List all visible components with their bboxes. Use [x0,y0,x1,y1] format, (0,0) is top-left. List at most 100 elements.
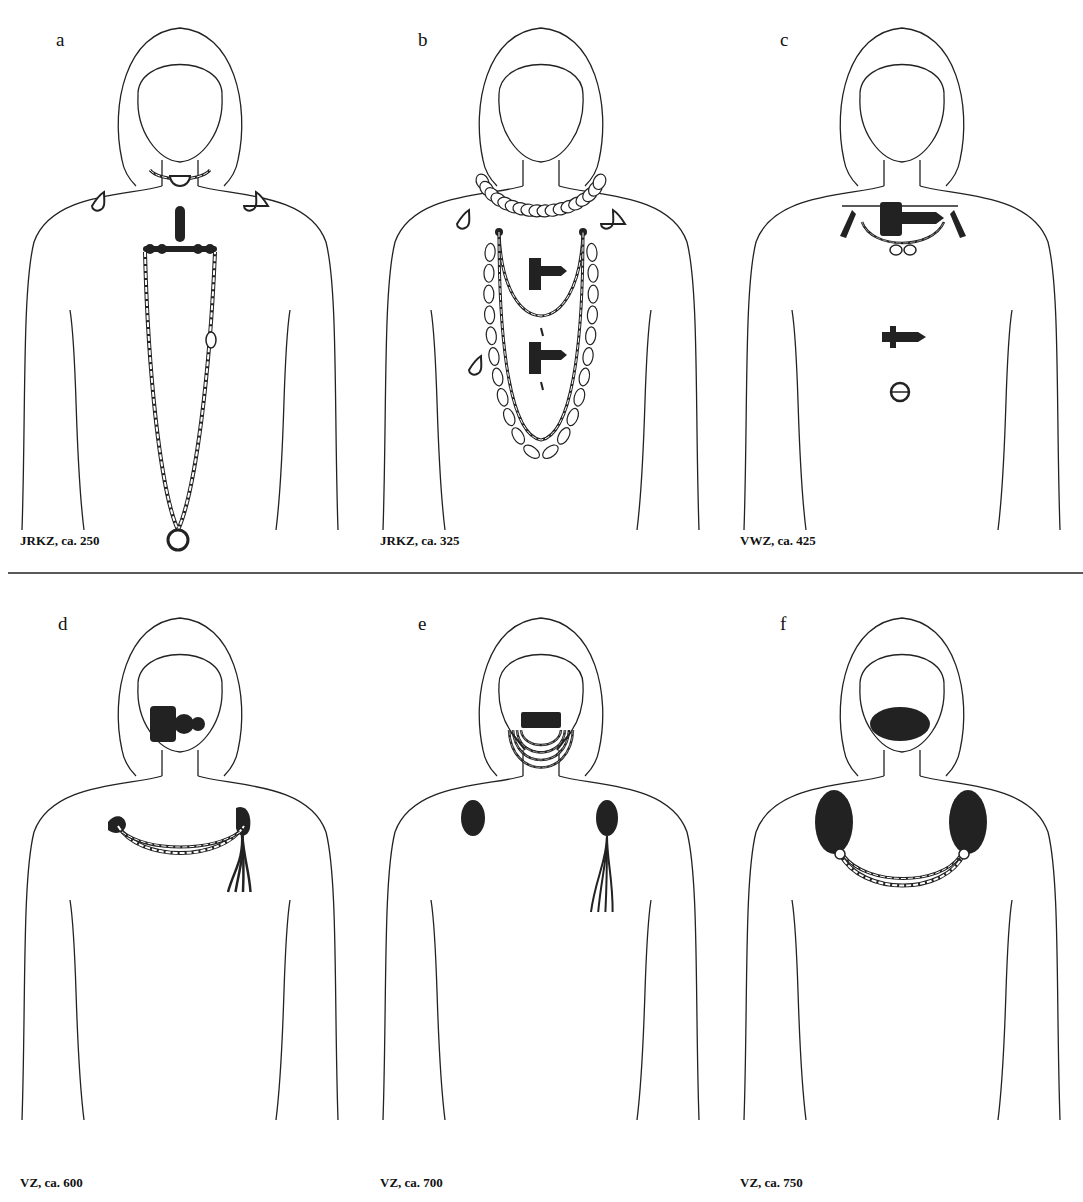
bead [484,243,495,262]
figure-outline [224,750,238,776]
chain-links [499,232,583,316]
oval-brooch [461,800,485,836]
bead [588,285,598,303]
figure-outline [161,750,162,776]
bead [591,172,609,192]
female-figure [383,618,699,1120]
pendant [170,176,190,186]
panel-letter: f [780,614,786,635]
chain [118,826,244,853]
brooch [150,706,176,742]
figure-outline [431,310,445,530]
figure-outline [479,618,603,750]
figure-outline [919,750,920,776]
figure-outline [860,65,944,163]
bead [485,326,497,345]
panel-letter: a [56,30,64,51]
bead [585,326,597,345]
figure-outline [883,750,884,776]
oval-brooch [596,800,618,836]
tassel [591,836,607,912]
figure-outline [431,900,445,1120]
chain [840,854,964,886]
bead [587,306,598,325]
bead [904,245,916,255]
brooch-knob [193,244,203,254]
bead [890,245,902,255]
bead [484,285,494,303]
figure-outline [998,900,1012,1120]
figure-outline [22,776,162,1120]
figure-outline [499,65,583,163]
brooch [529,342,567,374]
bead [959,849,969,859]
oval-brooch [949,790,987,854]
chain [862,222,944,243]
figure-outline [383,776,523,1120]
bead [484,264,494,282]
female-figure [22,618,338,1120]
brooch [521,712,561,728]
pendant [92,192,104,211]
caption: VZ, ca. 750 [740,1176,803,1190]
chain [499,232,583,440]
figure-outline [637,310,651,530]
figure-outline [197,750,198,776]
bead [578,367,591,387]
bead [540,442,560,461]
pin [541,328,543,336]
brooch [191,717,205,731]
figure-outline [840,618,964,750]
chain [521,730,561,745]
figure-outline [946,160,960,186]
pendant [457,210,469,229]
female-figure [383,28,699,530]
relief-brooch [902,212,944,224]
chain-links [521,730,561,745]
panel-letter: e [418,614,426,635]
figure-outline [197,160,198,186]
figure-outline [118,28,242,160]
figure-outline [998,310,1012,530]
chain-links [862,222,944,243]
female-figure [22,28,338,550]
female-figure [744,618,1060,1120]
caption: VWZ, ca. 425 [740,534,816,548]
tassel [242,832,251,892]
chain-links [122,832,240,847]
figure-outline [637,900,651,1120]
figure-outline [840,28,964,160]
figure-outline [920,186,1060,530]
bead [206,332,216,348]
small-brooch [840,210,856,238]
oval-brooch [815,790,853,854]
figure-outline [883,160,884,186]
figure-outline [844,750,858,776]
tassel [228,832,242,892]
figure-outline [860,655,944,753]
bead [565,407,581,427]
figure-outline [744,186,884,530]
panel-letter: c [780,30,788,51]
relief-brooch [914,212,926,224]
figure-outline [122,160,136,186]
brooch [175,206,185,242]
figure-outline [744,776,884,1120]
pendant [601,210,625,229]
brooch-knob [157,244,167,254]
figure-outline [161,160,162,186]
relief-brooch [880,202,902,236]
figure-outline [522,160,523,186]
bead [586,243,597,262]
figure-outline [844,160,858,186]
bead [835,849,845,859]
chain [145,252,215,530]
chain [844,856,960,879]
figure-outline [276,310,290,530]
figure-outline [559,776,699,1120]
panel-letter: d [58,614,68,635]
figure-outline [70,900,84,1120]
chain [499,232,583,316]
